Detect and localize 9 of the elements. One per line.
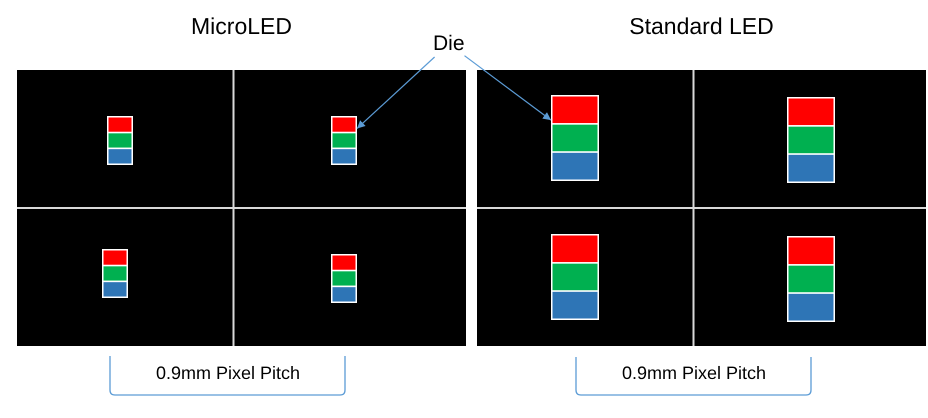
callout-label: Die	[433, 31, 465, 57]
leader-line	[356, 56, 435, 129]
dimension-label: 0.9mm Pixel Pitch	[622, 362, 766, 384]
dimension-label: 0.9mm Pixel Pitch	[156, 362, 300, 384]
panel-heading: Standard LED	[629, 12, 774, 40]
panel-heading: MicroLED	[191, 12, 292, 40]
led-die-icon	[331, 116, 357, 165]
leader-line	[464, 55, 552, 121]
led-die-icon	[551, 95, 599, 181]
